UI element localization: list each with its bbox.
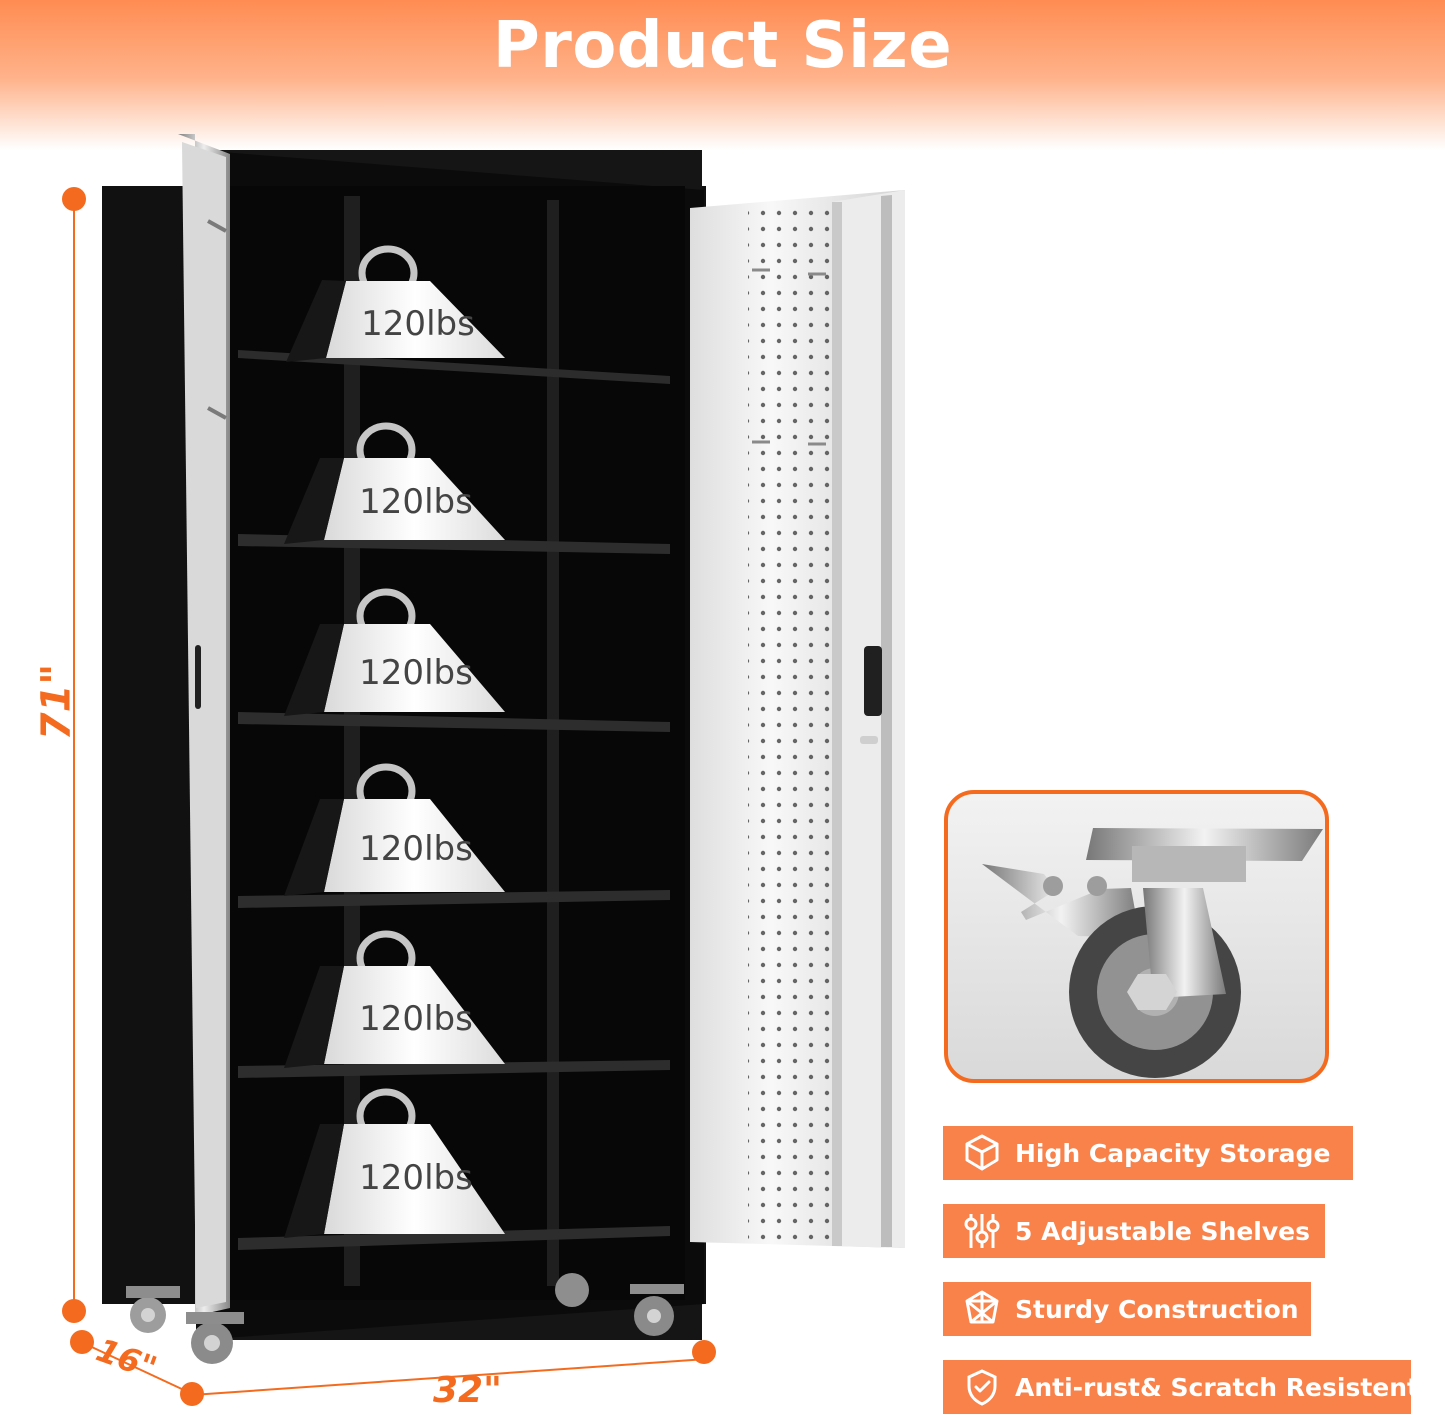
feature-label-sturdy-construction: Sturdy Construction — [1015, 1294, 1299, 1324]
structure-icon — [965, 1290, 999, 1324]
storage-cabinet-illustration: 120lbs 120lbs 120lbs 120lbs 120lbs — [102, 134, 905, 1364]
height-top-dot — [62, 187, 86, 211]
caster-detail-panel — [944, 790, 1329, 1083]
weight-tag-group-1: 120lbs — [286, 245, 505, 362]
weight-tag-group-5: 120lbs — [284, 930, 505, 1068]
height-bottom-dot — [62, 1299, 86, 1323]
feature-badge-sturdy-construction: Sturdy Construction — [943, 1282, 1311, 1336]
feature-badge-adjustable-shelves: 5 Adjustable Shelves — [943, 1204, 1325, 1258]
depth-left-dot — [70, 1330, 94, 1354]
weight-label-6: 120lbs — [359, 1158, 473, 1198]
height-label: 71" — [33, 663, 80, 741]
weight-label-4: 120lbs — [359, 829, 473, 869]
feature-label-anti-rust: Anti-rust& Scratch Resistent — [1015, 1372, 1419, 1402]
weight-label-5: 120lbs — [359, 999, 473, 1039]
weight-label-2: 120lbs — [359, 482, 473, 522]
header-band — [0, 0, 1445, 150]
caster-wheel-illustration — [982, 828, 1323, 1078]
shelf-layers — [238, 350, 670, 1250]
weight-tag-group-6: 120lbs — [284, 1088, 505, 1238]
cabinet-casters — [126, 1273, 684, 1364]
width-right-dot — [692, 1340, 716, 1364]
weight-label-1: 120lbs — [361, 304, 475, 344]
feature-badge-anti-rust: Anti-rust& Scratch Resistent — [943, 1360, 1419, 1414]
right-door — [690, 190, 905, 1248]
left-door — [178, 134, 230, 1316]
weight-tag-group-3: 120lbs — [284, 588, 505, 716]
feature-label-high-capacity: High Capacity Storage — [1015, 1138, 1331, 1168]
sliders-icon — [964, 1214, 1000, 1248]
weight-tag-group-2: 120lbs — [284, 422, 505, 544]
height-dimension-line — [73, 200, 75, 1312]
weight-label-3: 120lbs — [359, 653, 473, 693]
shield-icon — [967, 1369, 997, 1406]
weight-tag-group-4: 120lbs — [284, 763, 505, 896]
feature-badge-high-capacity: High Capacity Storage — [943, 1126, 1353, 1180]
width-label: 32" — [433, 1370, 502, 1411]
feature-label-adjustable-shelves: 5 Adjustable Shelves — [1015, 1216, 1310, 1246]
box-icon — [965, 1134, 999, 1171]
page-title: Product Size — [492, 9, 953, 83]
